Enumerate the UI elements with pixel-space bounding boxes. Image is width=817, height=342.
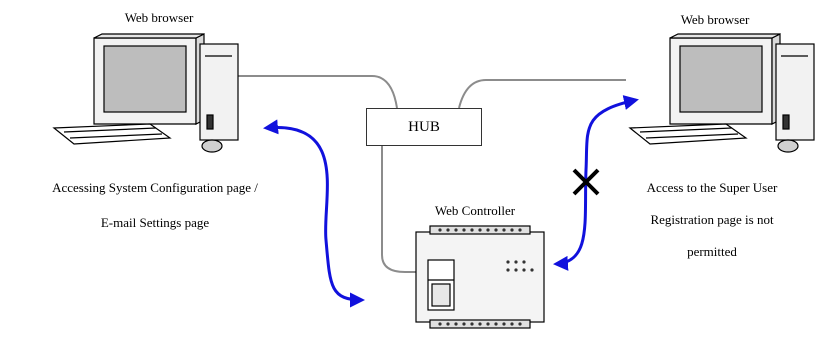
cable-hub-to-controller — [381, 146, 428, 273]
left-access-arrow — [263, 119, 365, 308]
left-browser-label: Web browser — [124, 10, 194, 25]
left-caption-line1: Accessing System Configuration page / — [52, 180, 258, 195]
hub-box: HUB — [366, 108, 482, 146]
right-caption-line3: permitted — [687, 244, 737, 259]
left-caption-line2: E-mail Settings page — [100, 215, 210, 230]
right-computer-icon — [628, 33, 815, 153]
web-controller-device-icon — [415, 225, 545, 329]
access-denied-cross-icon — [572, 168, 600, 196]
right-access-arrow — [553, 95, 639, 271]
left-computer-icon — [52, 33, 239, 153]
right-caption-line1: Access to the Super User — [646, 180, 778, 195]
cable-left-to-hub — [236, 75, 398, 109]
cable-right-to-hub — [458, 79, 626, 109]
right-caption-line2: Registration page is not — [650, 212, 774, 227]
controller-label: Web Controller — [434, 203, 516, 218]
network-cables — [236, 75, 626, 273]
hub-label: HUB — [408, 118, 440, 135]
right-browser-label: Web browser — [680, 12, 750, 27]
